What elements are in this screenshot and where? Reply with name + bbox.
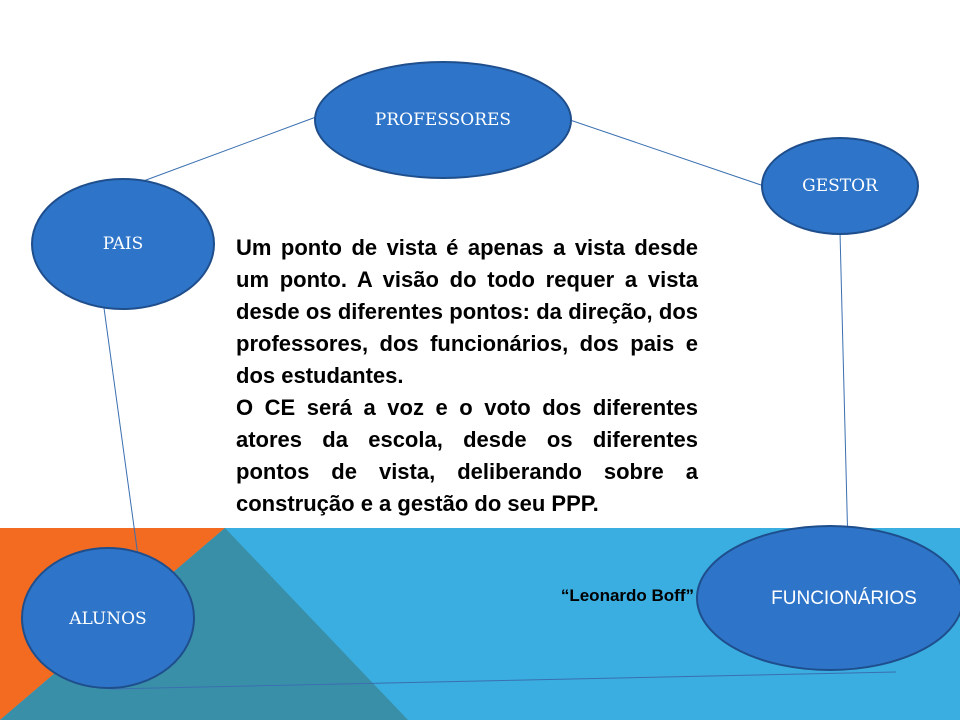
node-alunos [21, 547, 195, 689]
node-funcionarios [696, 525, 960, 671]
quote-text: Um ponto de vista é apenas a vista desde… [236, 232, 698, 520]
connector-funcionarios-alunos [109, 671, 897, 690]
connector-professores-gestor [569, 119, 765, 187]
quote-paragraph-1: Um ponto de vista é apenas a vista desde… [236, 235, 698, 388]
node-label-gestor: GESTOR [802, 176, 878, 196]
node-pais [31, 178, 215, 310]
node-label-alunos: ALUNOS [69, 609, 147, 629]
connector-gestor-funcionarios [839, 231, 849, 549]
node-label-professores: PROFESSORES [374, 110, 512, 130]
connector-pais-professores [137, 116, 317, 184]
node-label-funcionarios: FUNCIONÁRIOS [771, 588, 917, 609]
quote-author: “Leonardo Boff” [560, 586, 694, 605]
quote-paragraph-2: O CE será a voz e o voto dos diferentes … [236, 395, 698, 516]
node-gestor [761, 137, 919, 235]
node-label-pais: PAIS [102, 234, 144, 254]
node-professores [314, 61, 572, 179]
connector-alunos-pais [103, 307, 139, 557]
